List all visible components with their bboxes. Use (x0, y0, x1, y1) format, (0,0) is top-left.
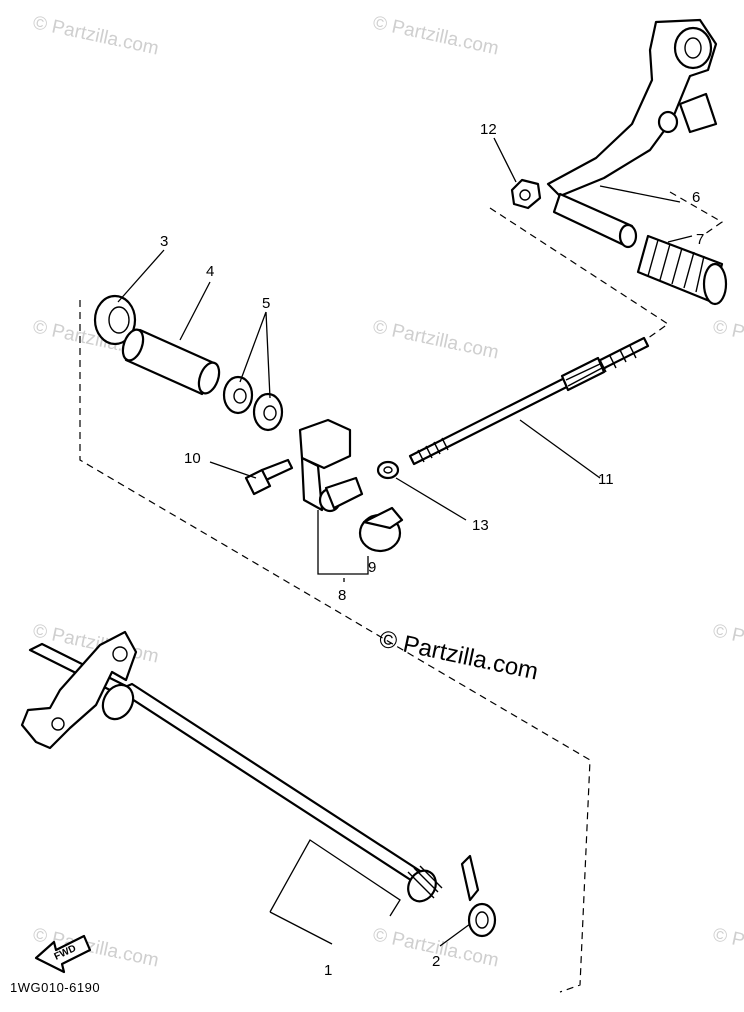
leader-11 (519, 419, 601, 479)
leader-12 (493, 137, 517, 183)
leader-3 (117, 249, 165, 303)
joint-stud (324, 476, 364, 510)
rod-threads (417, 345, 637, 463)
leader-2 (439, 923, 471, 947)
watermark-text: © Partzilla.com (31, 12, 161, 59)
leader-4 (179, 281, 211, 341)
pedal-pivot (673, 26, 713, 70)
nut-small (376, 460, 400, 480)
watermark-text: © Partzilla.com (711, 924, 744, 971)
spring-arm (460, 854, 480, 902)
callout-labels: 1 2 3 4 5 6 7 8 9 10 11 12 13 (160, 121, 704, 979)
part-nut (510, 178, 542, 210)
spring-coil-inner (475, 911, 489, 929)
washer-1 (222, 375, 254, 415)
footpeg-shaft-end (618, 223, 638, 249)
shift-arm-hole (112, 646, 128, 662)
nut-hex (510, 178, 542, 210)
callout-2: 2 (432, 953, 440, 970)
diagram-code: 1WG010-6190 (10, 980, 100, 995)
rod-knurl (560, 356, 606, 392)
callout-13: 13 (472, 517, 489, 534)
shift-arm-hole (51, 717, 65, 731)
leader-6 (599, 185, 681, 203)
oil-seal-outer (93, 294, 137, 346)
pedal-pivot-hole (684, 37, 702, 59)
part-footpeg-shaft (552, 192, 638, 249)
washer-1-hole (233, 388, 247, 404)
callout-1: 1 (324, 962, 332, 979)
fwd-arrow: FWD (34, 934, 92, 974)
leader-8-bracket (317, 510, 369, 575)
callout-3: 3 (160, 233, 168, 250)
callout-6: 6 (692, 189, 700, 206)
watermark-text: © Partzilla.com (371, 12, 501, 59)
spring-coil (467, 902, 497, 938)
spline-teeth (407, 865, 443, 899)
nut-small-hole (383, 466, 393, 474)
shaft-body (116, 682, 436, 888)
watermark-text: © Partzilla.com (711, 620, 744, 667)
oil-seal-inner (108, 306, 130, 334)
callout-11: 11 (598, 471, 614, 488)
collar-end (121, 328, 145, 362)
part-lever-joint (298, 418, 364, 513)
washer-2 (252, 392, 284, 432)
part-shift-rod (408, 336, 650, 466)
watermark-text: © Partzilla.com (711, 316, 744, 363)
washer-2-hole (263, 405, 277, 421)
leader-1-bracket (269, 839, 401, 917)
callout-9: 9 (368, 559, 376, 576)
part-nut-small (376, 460, 400, 480)
watermark-text: © Partzilla.com (371, 316, 501, 363)
leader-7 (667, 235, 693, 243)
callout-10: 10 (184, 450, 201, 467)
pedal-rubber-end (702, 262, 728, 306)
joint-tab (300, 456, 324, 512)
part-oil-seal (93, 294, 137, 346)
pedal-arm (546, 18, 718, 198)
part-pedal-rubber (636, 234, 728, 306)
pedal-lug (678, 92, 718, 134)
callout-12: 12 (480, 121, 497, 138)
part-joint-cover (358, 506, 404, 553)
leader-5 (239, 311, 271, 399)
part-collar (121, 328, 221, 396)
assembly-line-footpeg (669, 191, 724, 237)
watermark-main: © Partzilla.com (377, 625, 541, 685)
part-shift-shaft (20, 630, 443, 903)
callout-4: 4 (206, 263, 214, 280)
leader-1 (269, 911, 333, 945)
callout-5: 5 (262, 295, 270, 312)
callout-8: 8 (338, 587, 346, 604)
collar-end (197, 361, 221, 395)
rod-knurl-lines (565, 363, 603, 387)
part-torsion-spring (460, 854, 497, 938)
part-washer-pair (222, 375, 284, 432)
leader-lines (117, 137, 693, 947)
leader-10 (209, 461, 257, 479)
callout-7: 7 (696, 231, 704, 248)
pedal-lug-bolt (657, 110, 679, 134)
shaft-collar (101, 683, 135, 721)
leader-13 (395, 477, 467, 521)
shift-arm (20, 630, 138, 750)
rubber-ribs (647, 239, 705, 293)
part-shift-pedal (546, 18, 718, 198)
fwd-arrow-icon (34, 934, 92, 974)
joint-cover-neck (362, 506, 404, 530)
nut-hole (519, 189, 531, 201)
